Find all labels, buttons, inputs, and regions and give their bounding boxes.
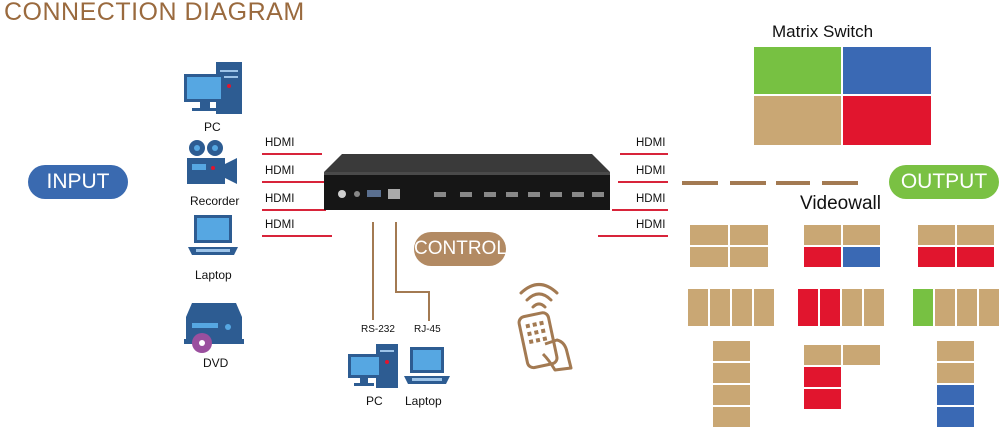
output-badge: OUTPUT xyxy=(889,165,999,199)
rs232-label: RS-232 xyxy=(361,324,395,335)
output-hdmi-line-2 xyxy=(618,181,668,183)
rj45-wire-vertical xyxy=(395,222,397,292)
output-hdmi-label-3: HDMI xyxy=(636,193,666,205)
input-badge: INPUT xyxy=(28,165,128,199)
video-recorder-icon xyxy=(187,140,237,184)
input-hdmi-label-1: HDMI xyxy=(265,137,295,149)
laptop-icon xyxy=(188,215,238,255)
source-label-laptop: Laptop xyxy=(195,268,232,282)
matrix-cell-tan xyxy=(753,95,842,146)
input-hdmi-line-4 xyxy=(262,235,332,237)
rj45-wire-drop xyxy=(428,291,430,321)
source-label-pc: PC xyxy=(204,120,221,134)
output-hdmi-label-1: HDMI xyxy=(636,137,666,149)
input-hdmi-line-2 xyxy=(262,181,324,183)
input-hdmi-label-2: HDMI xyxy=(265,165,295,177)
matrix-switch-device xyxy=(324,154,610,210)
input-hdmi-line-3 xyxy=(262,209,326,211)
matrix-cell-red xyxy=(842,95,932,146)
rj45-wire-horizontal xyxy=(395,291,429,293)
output-hdmi-label-2: HDMI xyxy=(636,165,666,177)
output-hdmi-label-4: HDMI xyxy=(636,219,666,231)
output-hdmi-line-1 xyxy=(620,153,668,155)
rs232-wire xyxy=(372,222,374,320)
output-dash-1 xyxy=(682,181,718,185)
desktop-pc-icon xyxy=(348,344,398,388)
output-dash-4 xyxy=(822,181,858,185)
control-device-label-pc: PC xyxy=(366,394,383,408)
output-hdmi-line-4 xyxy=(598,235,668,237)
output-dash-3 xyxy=(776,181,810,185)
input-hdmi-line-1 xyxy=(262,153,322,155)
matrix-cell-green xyxy=(753,46,842,95)
output-hdmi-line-3 xyxy=(612,209,668,211)
input-hdmi-label-4: HDMI xyxy=(265,219,295,231)
source-label-recorder: Recorder xyxy=(190,194,240,208)
output-dash-2 xyxy=(730,181,766,185)
source-label-dvd: DVD xyxy=(203,356,229,370)
control-device-label-laptop: Laptop xyxy=(405,394,442,408)
matrix-switch-title: Matrix Switch xyxy=(772,22,874,41)
desktop-pc-icon xyxy=(184,62,242,114)
remote-control-icon xyxy=(517,283,573,372)
videowall-title: Videowall xyxy=(800,193,881,214)
input-hdmi-label-3: HDMI xyxy=(265,193,295,205)
dvd-player-icon xyxy=(184,303,244,353)
page-title: CONNECTION DIAGRAM xyxy=(4,0,305,26)
matrix-cell-blue xyxy=(842,46,932,95)
control-badge: CONTROL xyxy=(414,232,507,266)
laptop-icon xyxy=(404,347,450,384)
rj45-label: RJ-45 xyxy=(414,324,441,335)
